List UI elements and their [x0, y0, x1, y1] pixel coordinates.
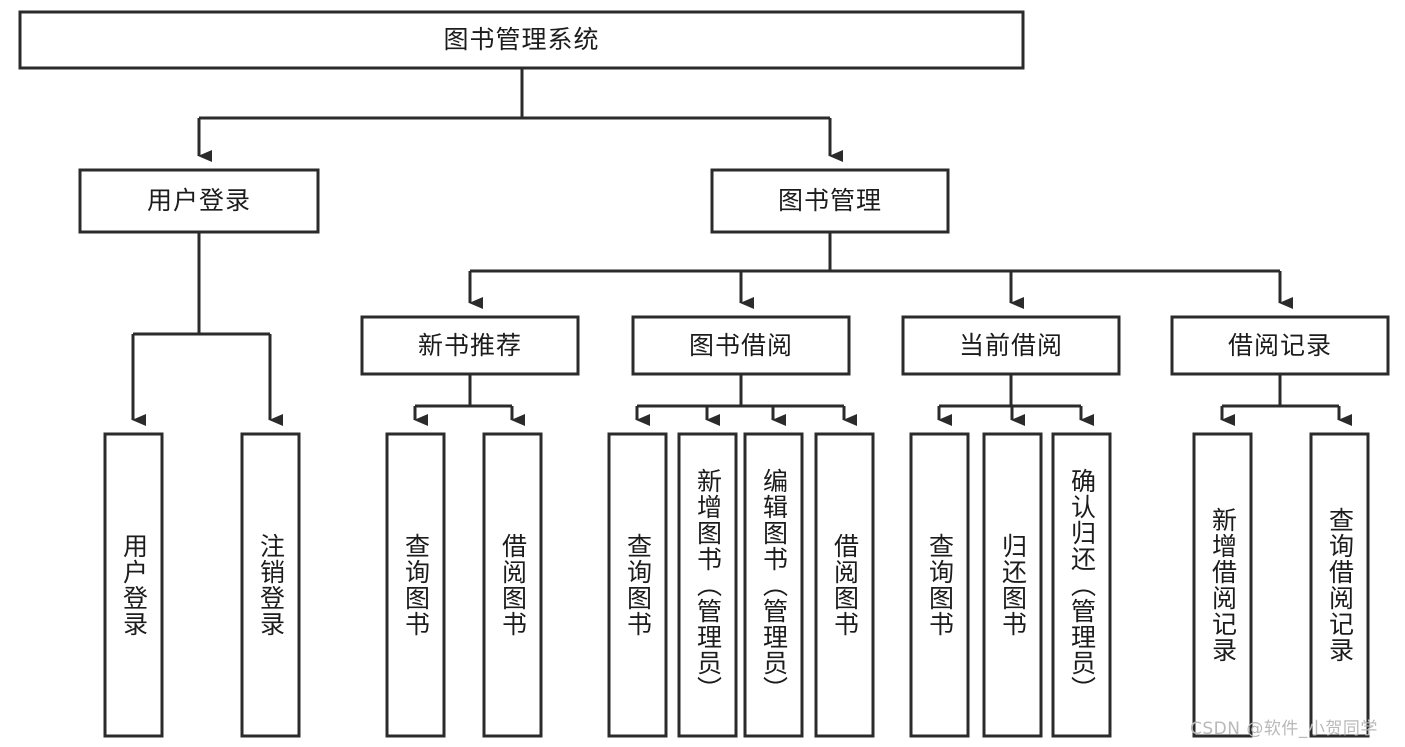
leaf-confirm-return-box[interactable]: [1051, 432, 1112, 738]
node-current-borrow-box[interactable]: [901, 315, 1121, 376]
node-book-borrow-box[interactable]: [631, 315, 851, 376]
node-root-box[interactable]: [18, 10, 1025, 70]
leaf-query-record-box[interactable]: [1309, 432, 1370, 738]
leaf-user-login-box[interactable]: [103, 432, 164, 738]
node-borrow-record-box[interactable]: [1170, 315, 1390, 376]
leaf-query-book-cur-box[interactable]: [909, 432, 970, 738]
node-book-manage-box[interactable]: [710, 168, 950, 234]
leaf-edit-book-box[interactable]: [743, 432, 804, 738]
leaf-borrow-book-rec-box[interactable]: [482, 432, 543, 738]
leaf-return-book-box[interactable]: [982, 432, 1043, 738]
leaf-query-book-box[interactable]: [607, 432, 668, 738]
node-user-login-box[interactable]: [78, 168, 320, 234]
leaf-borrow-book-box[interactable]: [814, 432, 875, 738]
leaf-add-book-box[interactable]: [677, 432, 738, 738]
leaf-query-book-rec-box[interactable]: [385, 432, 446, 738]
leaf-logout-box[interactable]: [240, 432, 301, 738]
leaf-add-record-box[interactable]: [1192, 432, 1253, 738]
node-new-book-rec-box[interactable]: [360, 315, 580, 376]
